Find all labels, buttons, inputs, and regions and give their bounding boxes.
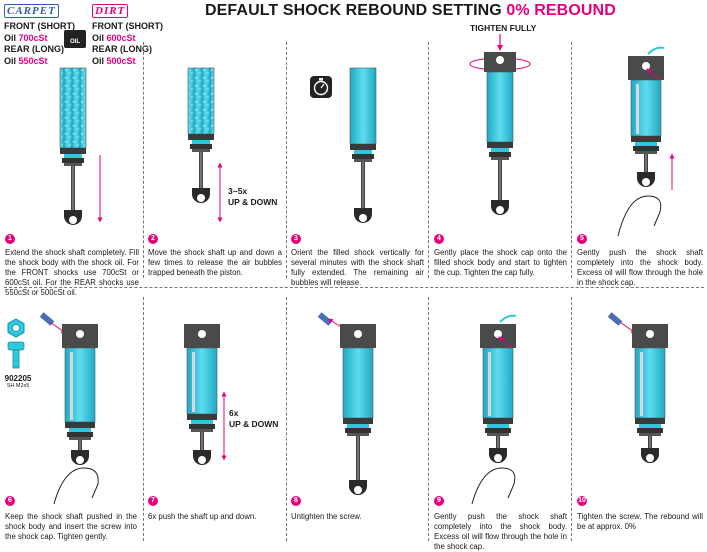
step-number: 10 [577,496,587,506]
step-number: 1 [5,234,15,244]
shock-shaft-1 [71,166,75,210]
row-separator [4,287,704,288]
dirt-oil-info: FRONT (SHORT) Oil 600cSt REAR (LONG) Oil… [92,21,163,67]
finger-icon [471,467,516,505]
screw-icon [7,341,25,369]
title-highlight: 0% REBOUND [506,2,616,19]
dirt-front-label: FRONT (SHORT) [92,21,163,31]
step-description: Untighten the screw. [291,512,362,521]
separator [143,297,144,541]
title-main: DEFAULT SHOCK REBOUND SETTING [205,2,502,19]
separator [143,42,144,278]
step-description: Move the shock shaft up and down a few t… [148,248,282,277]
part-number: 902205 [4,374,32,383]
oil-overflow [499,314,517,323]
shock-illustration-7 [184,324,227,465]
step-description: Gently push the shock shaft completely i… [434,512,567,551]
step-number: 2 [148,234,158,244]
shock-illustration-8 [317,312,376,495]
separator [286,297,287,541]
shock-illustration-4 [469,34,531,215]
carpet-rear-label: REAR (LONG) [4,44,64,54]
finger-icon [53,467,99,505]
screw-8 [317,312,333,326]
step-description: Extend the shock shaft completely. Fill … [5,248,139,297]
separator [428,297,429,541]
step-description: Keep the shock shaft pushed in the shock… [5,512,137,541]
shock-illustration-5 [617,46,675,237]
up-down-label-2: 6x UP & DOWN [229,408,278,430]
stopwatch-icon [310,76,332,98]
dirt-rear-prefix: Oil [92,55,105,66]
carpet-front-prefix: Oil [4,32,17,43]
up-down-count-1: 3~5x [228,186,248,196]
screw-10 [607,312,623,326]
separator [571,297,572,541]
step-number: 5 [577,234,587,244]
shock-illustration-10 [607,312,668,463]
separator [428,42,429,278]
up-down-count-2: 6x [229,408,239,418]
oil-overflow [647,46,665,55]
shock-illustration-3 [349,67,377,223]
part-description: SH M2x5 [6,383,30,389]
dirt-front-prefix: Oil [92,32,105,43]
dirt-logo: DIRT [92,4,129,18]
shock-illustration-9 [471,314,517,505]
carpet-front-label: FRONT (SHORT) [4,21,75,31]
separator [286,42,287,278]
shock-illustration-1 [59,67,103,225]
step-description: Orient the filled shock vertically for s… [291,248,424,287]
nut-icon [7,318,25,338]
carpet-oil-info: FRONT (SHORT) Oil 700cSt REAR (LONG) Oil… [4,21,75,67]
page-title: DEFAULT SHOCK REBOUND SETTING 0% REBOUND [205,2,616,20]
step-number: 9 [434,496,444,506]
separator [571,42,572,278]
step-number: 3 [291,234,301,244]
up-down-label-1: 3~5x UP & DOWN [228,186,277,208]
dirt-front-value: 600cSt [106,32,136,43]
carpet-rear-value: 550cSt [18,55,48,66]
step-number: 4 [434,234,444,244]
step-number: 6 [5,496,15,506]
carpet-rear-prefix: Oil [4,55,17,66]
oil-bottle-icon: OIL [64,30,86,48]
step-description: Gently place the shock cap onto the fill… [434,248,567,277]
step-description: Tighten the screw. The rebound will be a… [577,512,703,531]
carpet-front-value: 700cSt [18,32,48,43]
oil-badge-text: OIL [70,39,80,45]
step-number: 7 [148,496,158,506]
up-down-text-2: UP & DOWN [229,419,279,429]
shock-collar-1 [60,148,86,154]
dirt-rear-label: REAR (LONG) [92,44,152,54]
step-description: Gently push the shock shaft completely i… [577,248,703,287]
part-label: 902205 SH M2x5 [2,374,34,389]
dirt-rear-value: 500cSt [106,55,136,66]
carpet-logo: CARPET [4,4,59,18]
tighten-fully-label: TIGHTEN FULLY [470,23,537,33]
shock-illustration-6 [39,312,99,505]
up-down-text-1: UP & DOWN [228,197,278,207]
step-number: 8 [291,496,301,506]
finger-icon [617,195,662,237]
shock-illustration-2 [187,67,223,223]
step-description: 6x push the shaft up and down. [148,512,257,521]
shock-body-1 [59,67,87,149]
